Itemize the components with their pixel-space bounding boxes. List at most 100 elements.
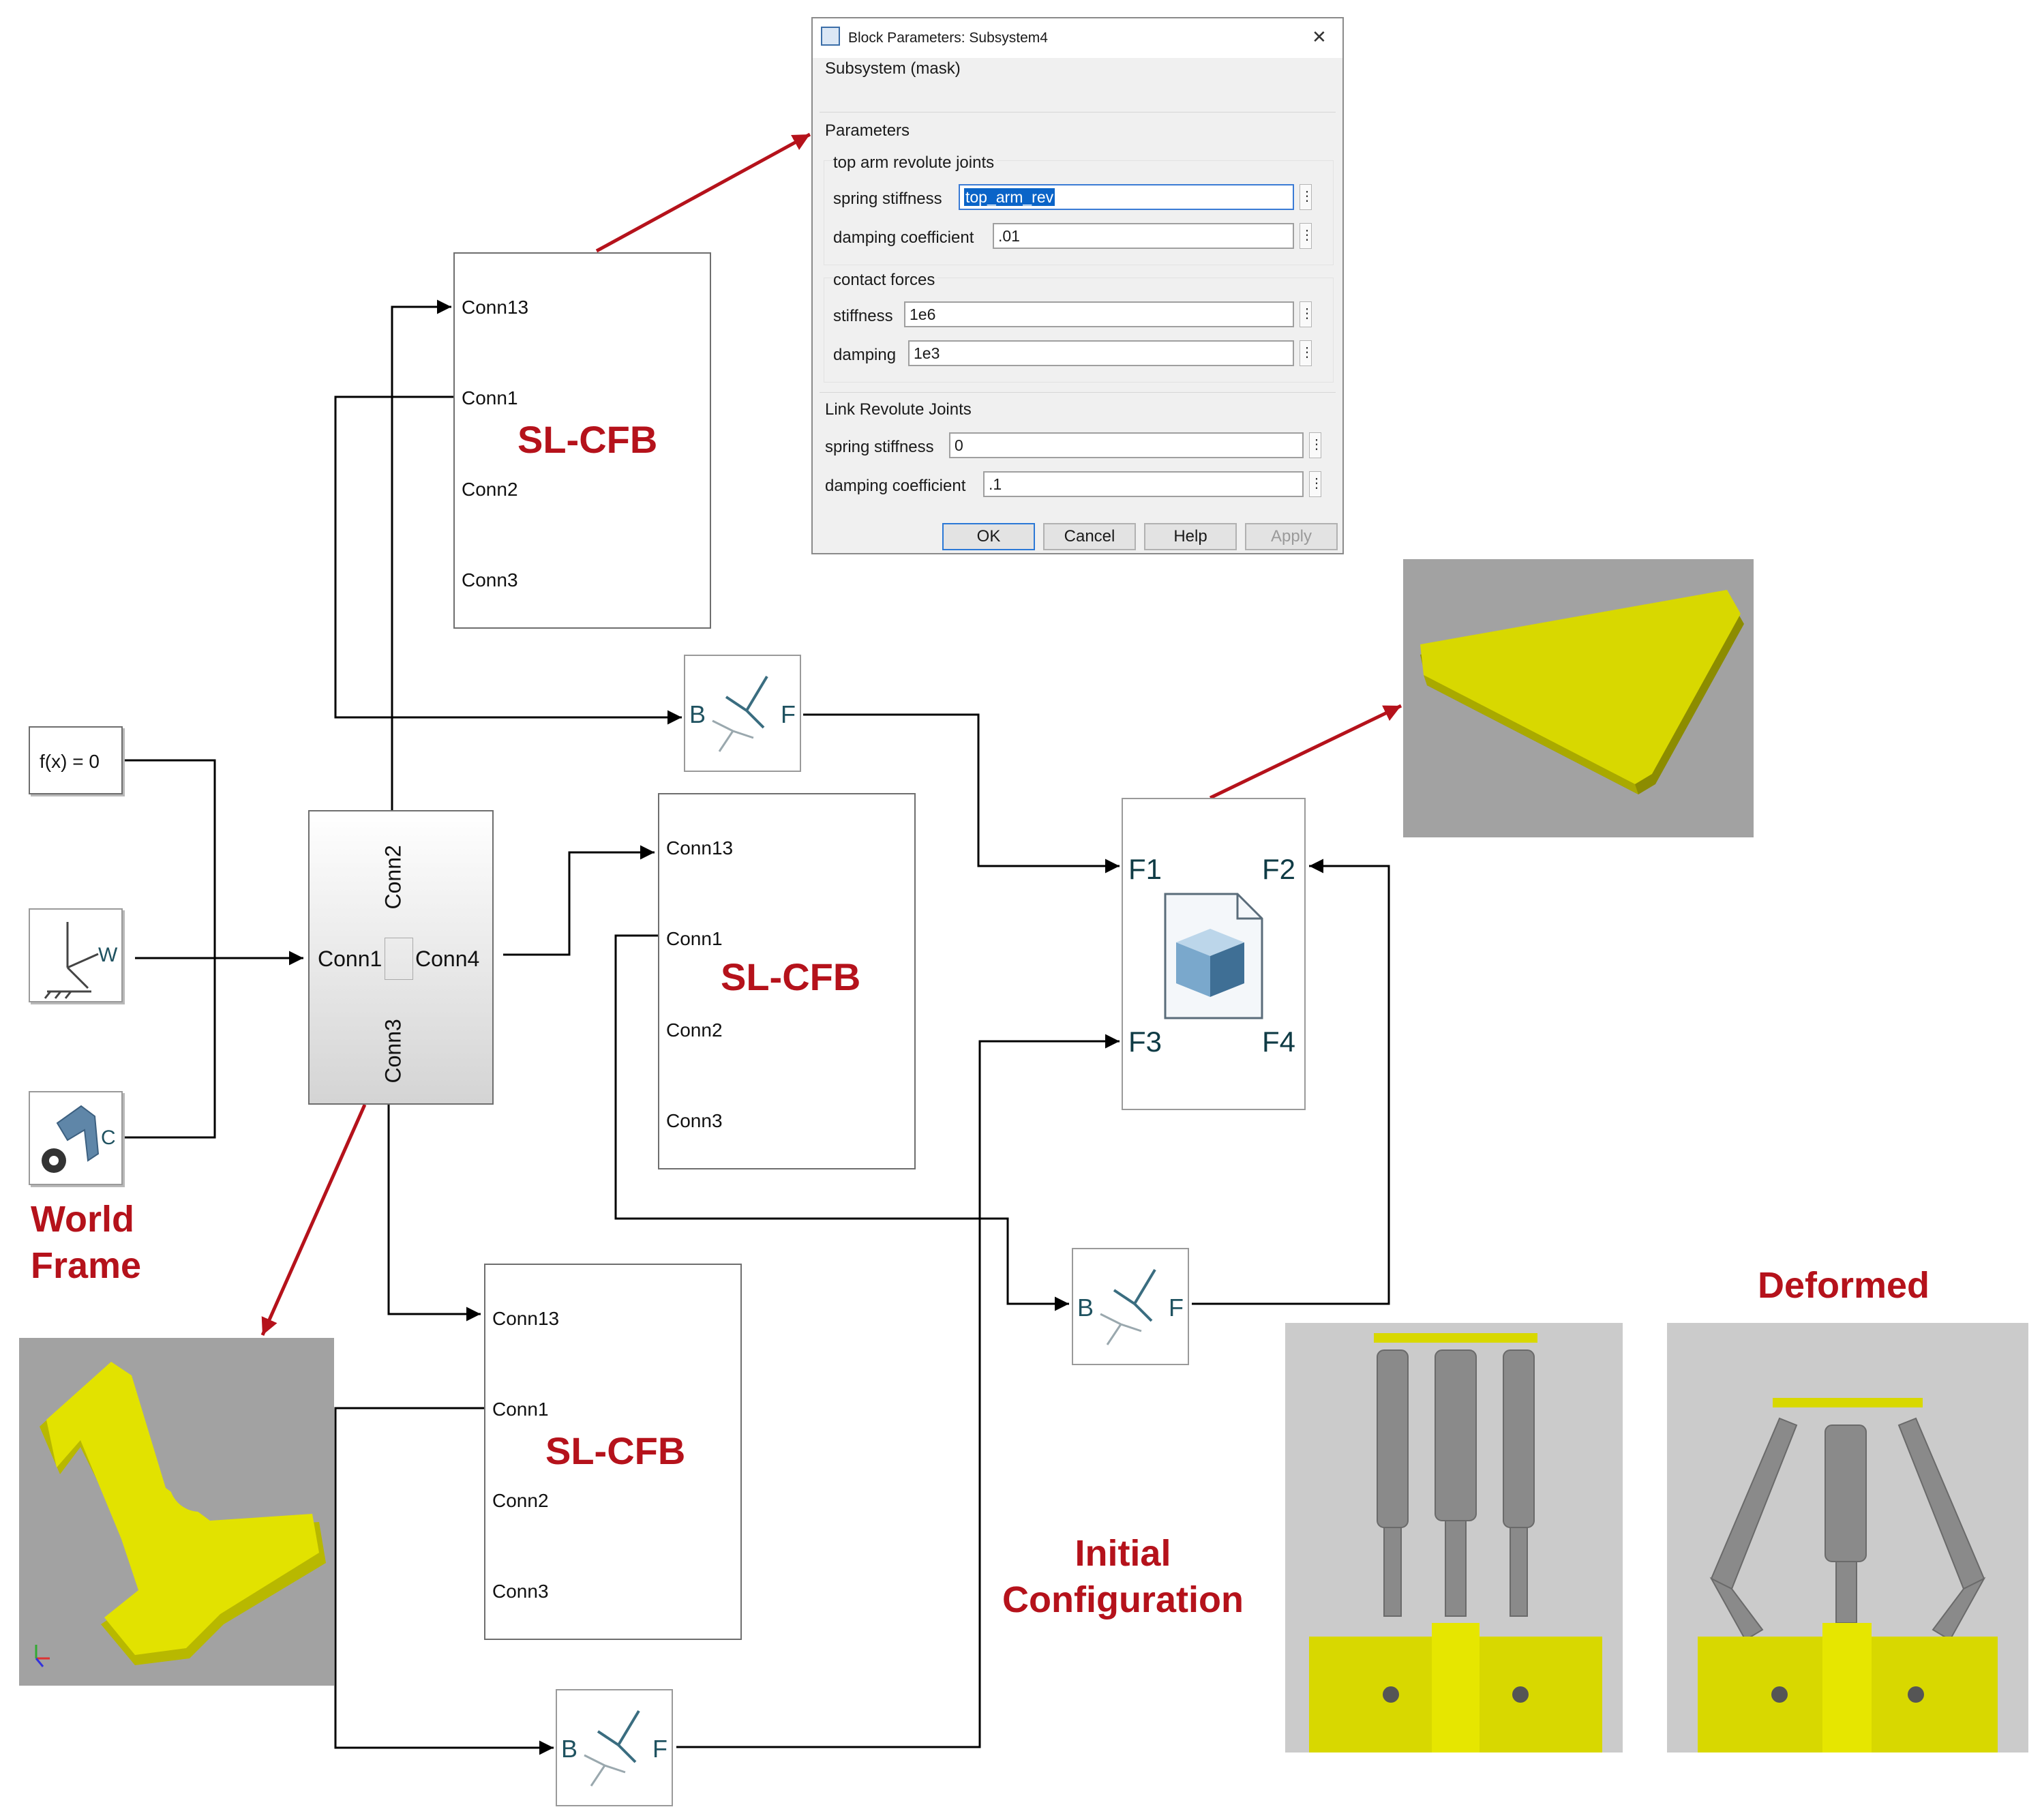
wire-t2-to-f2 <box>1192 859 1390 1305</box>
link-spring-label: spring stiffness <box>825 438 934 456</box>
contact-stiffness-field[interactable]: 1e6 <box>904 301 1294 327</box>
f2-port: F2 <box>1262 853 1296 885</box>
platform-render-image <box>1403 559 1754 837</box>
config-port-label: C <box>101 1127 116 1149</box>
initial-robot-graphic <box>1309 1333 1602 1752</box>
base-inner-glyph <box>385 938 413 980</box>
wire-config <box>123 958 216 1139</box>
ok-button[interactable]: OK <box>942 523 1035 550</box>
group-link-label: Link Revolute Joints <box>825 400 972 419</box>
contact-stiffness-label: stiffness <box>833 307 893 325</box>
group-contact <box>824 278 1334 383</box>
bottom-conn2-label: Conn2 <box>492 1490 549 1511</box>
wire-t3-to-f3 <box>676 1034 1120 1748</box>
dialog-subtitle: Subsystem (mask) <box>825 59 961 78</box>
wire-base-to-top-conn13 <box>391 299 451 810</box>
callout-arrow-base <box>260 1103 367 1337</box>
world-port-label: W <box>98 944 118 966</box>
top-conn3-label: Conn3 <box>462 569 518 591</box>
wire-mid-conn1-to-t2 <box>614 934 1069 1311</box>
group-contact-label: contact forces <box>833 272 938 288</box>
link-spring-field[interactable]: 0 <box>949 432 1304 458</box>
bottom-sl-cfb-title: SL-CFB <box>545 1429 686 1472</box>
rigid-transform-icon <box>712 675 768 752</box>
top-damping-field[interactable]: .01 <box>993 223 1294 249</box>
top-conn2-label: Conn2 <box>462 479 518 500</box>
t3-b-port: B <box>561 1735 578 1763</box>
sl-cfb-mid-block[interactable]: Conn13 Conn1 SL-CFB Conn2 Conn3 <box>658 793 916 1169</box>
sl-cfb-bottom-block[interactable]: Conn13 Conn1 SL-CFB Conn2 Conn3 <box>484 1264 742 1640</box>
file-solid-block[interactable]: F1 F2 F3 F4 <box>1122 798 1306 1110</box>
callout-arrow-dialog <box>595 132 811 253</box>
contact-damping-more-icon[interactable]: ⋮ <box>1300 340 1314 366</box>
wire-top-conn1-to-t1 <box>334 396 682 725</box>
link-spring-more-icon[interactable]: ⋮ <box>1309 432 1323 458</box>
wire-t1-to-f1 <box>803 713 1120 874</box>
world-frame-caption-text: World Frame <box>31 1199 142 1286</box>
mechanism-configuration-icon <box>42 1105 100 1173</box>
f4-port: F4 <box>1262 1026 1296 1058</box>
wire-bottom-conn1-to-t3 <box>334 1407 554 1755</box>
world-frame-block[interactable]: W <box>29 908 123 1002</box>
mechanism-configuration-block[interactable]: C <box>29 1091 123 1185</box>
top-spring-stiffness-value: top_arm_rev <box>964 188 1055 206</box>
mid-conn3-label: Conn3 <box>666 1110 723 1131</box>
t1-b-port: B <box>689 700 706 728</box>
link-damping-field[interactable]: .1 <box>983 471 1304 497</box>
close-icon[interactable]: ✕ <box>1312 27 1327 47</box>
deformed-configuration-render <box>1667 1323 2028 1752</box>
top-damping-label: damping coefficient <box>833 228 974 247</box>
contact-damping-label: damping <box>833 346 897 364</box>
top-conn1-label: Conn1 <box>462 387 518 408</box>
contact-stiffness-more-icon[interactable]: ⋮ <box>1300 301 1314 327</box>
solver-configuration-block[interactable]: f(x) = 0 <box>29 726 123 794</box>
base-conn3-label: Conn3 <box>380 1019 406 1084</box>
mid-conn1-label: Conn1 <box>666 928 723 949</box>
sl-cfb-top-block[interactable]: Conn13 Conn1 SL-CFB Conn2 Conn3 <box>453 252 711 629</box>
bottom-conn3-label: Conn3 <box>492 1581 549 1602</box>
rigid-transform-icon <box>1100 1268 1156 1345</box>
link-divider <box>820 392 1336 393</box>
mid-conn13-label: Conn13 <box>666 837 734 859</box>
bottom-conn1-label: Conn1 <box>492 1399 549 1420</box>
group-top-arm-label: top arm revolute joints <box>833 155 997 171</box>
link-damping-more-icon[interactable]: ⋮ <box>1309 471 1323 497</box>
base-conn1-label: Conn1 <box>318 946 382 971</box>
top-sl-cfb-title: SL-CFB <box>517 418 658 461</box>
base-conn4-label: Conn4 <box>415 946 480 971</box>
deformed-robot-graphic <box>1698 1398 1998 1752</box>
dialog-titlebar: Block Parameters: Subsystem4 ✕ <box>813 18 1342 58</box>
cancel-button[interactable]: Cancel <box>1043 523 1136 550</box>
rigid-transform-block-1[interactable]: B F <box>684 655 801 772</box>
triangle-platform-graphic <box>1420 590 1744 794</box>
base-part-graphic <box>35 1362 326 1667</box>
initial-configuration-caption-text: Initial Configuration <box>1002 1533 1244 1620</box>
file-solid-icon <box>1164 893 1263 1019</box>
mid-sl-cfb-title: SL-CFB <box>721 955 861 998</box>
rigid-transform-block-3[interactable]: B F <box>556 1689 673 1806</box>
block-parameters-dialog: Block Parameters: Subsystem4 ✕ Subsystem… <box>811 17 1344 554</box>
dialog-title: Block Parameters: Subsystem4 <box>848 30 1048 46</box>
top-damping-more-icon[interactable]: ⋮ <box>1300 223 1314 249</box>
dialog-app-icon <box>821 27 840 46</box>
base-conn2-label: Conn2 <box>380 845 406 910</box>
t2-f-port: F <box>1169 1294 1184 1322</box>
parameters-heading: Parameters <box>825 121 910 140</box>
link-damping-label: damping coefficient <box>825 477 966 495</box>
initial-configuration-render <box>1285 1323 1623 1752</box>
solver-label: f(x) = 0 <box>40 751 100 772</box>
top-spring-more-icon[interactable]: ⋮ <box>1300 184 1314 210</box>
rigid-transform-block-2[interactable]: B F <box>1072 1248 1189 1365</box>
help-button[interactable]: Help <box>1144 523 1237 550</box>
contact-damping-field[interactable]: 1e3 <box>908 340 1294 366</box>
world-frame-caption: World Frame <box>31 1197 141 1289</box>
wire-base-to-mid-conn13 <box>503 845 655 956</box>
deformed-caption: Deformed <box>1758 1265 1930 1306</box>
base-render-image <box>19 1338 334 1686</box>
top-spring-stiffness-field[interactable]: top_arm_rev <box>959 184 1294 210</box>
wire-base-to-bottom-conn13 <box>387 1105 481 1322</box>
callout-arrow-platform <box>1209 704 1402 800</box>
base-subsystem-block[interactable]: Conn2 Conn1 Conn4 Conn3 <box>308 810 494 1105</box>
f3-port: F3 <box>1128 1026 1162 1058</box>
